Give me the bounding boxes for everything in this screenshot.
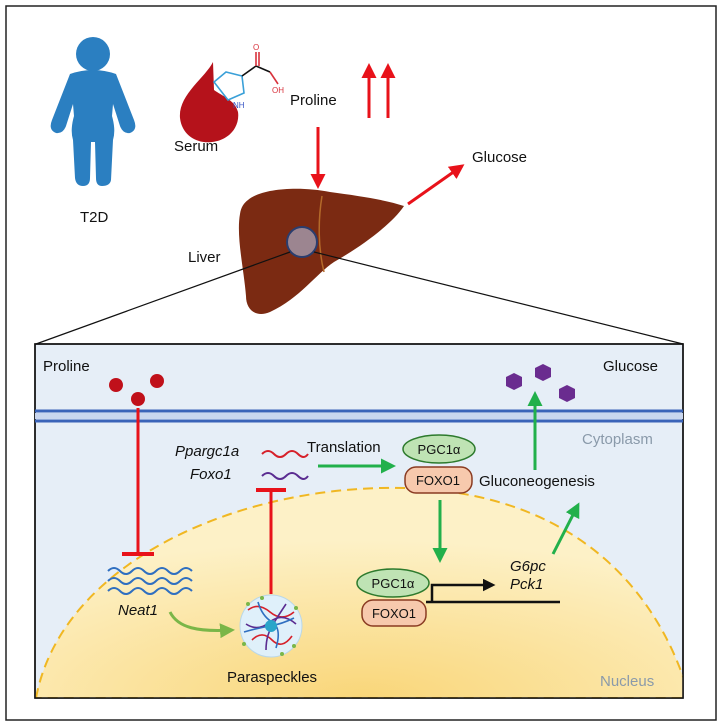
foxo1-gene-label: Foxo1 xyxy=(190,466,232,483)
liver-label: Liver xyxy=(188,249,221,266)
foxo1-protein-top xyxy=(404,466,473,494)
proline-top-label: Proline xyxy=(290,92,337,109)
nucleus-label: Nucleus xyxy=(600,673,654,690)
foxo1-top-label: FOXO1 xyxy=(416,473,460,488)
zoom-line-right xyxy=(313,251,684,345)
liver-to-glucose-arrow xyxy=(407,164,465,206)
zoom-line-left xyxy=(35,251,291,345)
pgc1a-bottom-label: PGC1α xyxy=(372,576,415,591)
nucleus xyxy=(35,486,683,698)
blood-drop-icon xyxy=(179,62,239,143)
g6pc-label: G6pc xyxy=(510,558,546,575)
transcription-start-arrow xyxy=(430,578,496,602)
glucose-cell-label: Glucose xyxy=(603,358,658,375)
neat1-to-paraspeckles-arrow xyxy=(168,611,235,639)
neat1-label: Neat1 xyxy=(118,602,158,619)
proline-molecule-icon xyxy=(212,52,279,101)
pck1-label: Pck1 xyxy=(510,576,543,593)
membrane-fill xyxy=(35,413,683,419)
molecule-nh-label: NH xyxy=(233,101,245,110)
foxo1-protein-bottom xyxy=(361,599,427,627)
person-icon xyxy=(50,37,136,186)
neat1-rna-icon xyxy=(107,567,193,595)
genes-to-gluconeogenesis-arrow xyxy=(551,502,580,555)
proline-cell-label: Proline xyxy=(43,358,90,375)
translation-label: Translation xyxy=(307,439,381,456)
ppargc1a-label: Ppargc1a xyxy=(175,443,239,460)
molecule-oh-label: OH xyxy=(272,86,284,95)
cytoplasm-label: Cytoplasm xyxy=(582,431,653,448)
liver-icon xyxy=(238,188,404,315)
zoom-circle xyxy=(286,226,318,258)
proline-dots xyxy=(109,374,164,406)
glucose-top-label: Glucose xyxy=(472,149,527,166)
liver-lobe-line xyxy=(318,195,325,273)
pgc1a-protein-bottom xyxy=(356,568,430,598)
glucose-hexagon-icon xyxy=(506,364,575,402)
ppargc1a-mrna-icon xyxy=(261,450,309,458)
paraspeckle-icon xyxy=(239,594,303,658)
foxo1-bottom-label: FOXO1 xyxy=(372,606,416,621)
t2d-label: T2D xyxy=(80,209,109,226)
foxo1-mrna-icon xyxy=(261,472,309,480)
pgc1a-protein-top xyxy=(402,434,476,464)
pgc1a-top-label: PGC1α xyxy=(418,442,461,457)
paraspeckles-label: Paraspeckles xyxy=(227,669,317,686)
gluconeogenesis-label: Gluconeogenesis xyxy=(479,473,595,490)
molecule-o-label: O xyxy=(253,43,259,52)
serum-label: Serum xyxy=(174,138,218,155)
